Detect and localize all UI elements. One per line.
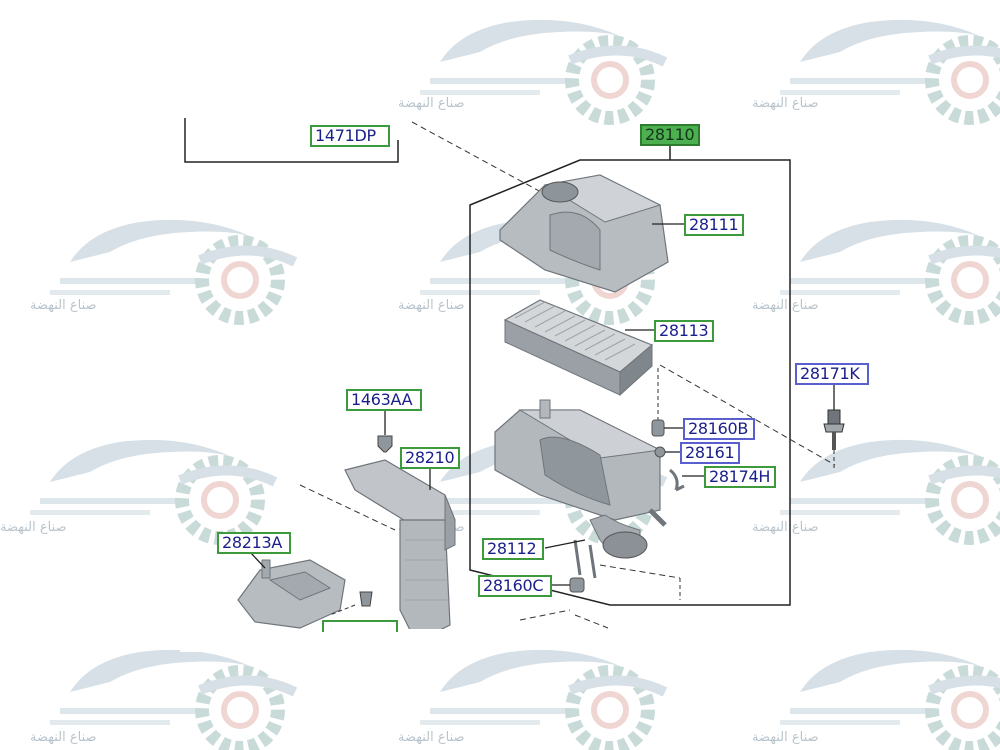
grommet-28160c <box>569 577 585 593</box>
duct-bracket <box>237 559 346 629</box>
callout-28210[interactable]: 28210 <box>400 447 460 469</box>
bolt-lower <box>359 591 373 607</box>
callout-1463AA[interactable]: 1463AA <box>346 389 422 411</box>
air-filter-element <box>503 299 654 397</box>
sensor-28171k <box>823 409 845 450</box>
callout-28171K[interactable]: 28171K <box>795 363 869 385</box>
grommet-28160b <box>651 419 665 437</box>
watermark-text: صناع النهضة <box>30 298 97 313</box>
watermark-text: صناع النهضة <box>752 298 819 313</box>
callout-28112[interactable]: 28112 <box>482 538 544 560</box>
callout-28111[interactable]: 28111 <box>684 214 744 236</box>
watermark-text: صناع النهضة <box>752 520 819 535</box>
callout-28160C[interactable]: 28160C <box>478 575 552 597</box>
crop-mask <box>180 632 480 652</box>
leader-28213a <box>249 551 266 569</box>
leader-dashed <box>329 604 356 616</box>
bolt-1463aa <box>377 435 393 453</box>
watermark-text: صناع النهضة <box>30 730 97 745</box>
callout-28113[interactable]: 28113 <box>654 320 714 342</box>
callout-28110[interactable]: 28110 <box>640 124 700 146</box>
leader-dashed <box>299 484 396 531</box>
callout-28174H[interactable]: 28174H <box>704 466 776 488</box>
clip-28174h <box>669 468 685 492</box>
callout-28160B[interactable]: 28160B <box>683 418 755 440</box>
air-cleaner-body <box>494 399 667 579</box>
watermark-text: صناع النهضة <box>398 96 465 111</box>
callout-28213A[interactable]: 28213A <box>217 532 291 554</box>
watermark-text: صناع النهضة <box>398 730 465 745</box>
watermark-text: صناع النهضة <box>752 730 819 745</box>
watermark-text: صناع النهضة <box>0 520 67 535</box>
callout-cropped[interactable] <box>322 620 398 632</box>
leader-dashed <box>574 614 609 629</box>
leader-dashed <box>659 364 836 466</box>
leader-dashed <box>599 564 681 579</box>
callout-1471DP[interactable]: 1471DP <box>310 125 390 147</box>
callout-28161[interactable]: 28161 <box>680 442 740 464</box>
watermark-text: صناع النهضة <box>752 96 819 111</box>
watermark-text: صناع النهضة <box>398 298 465 313</box>
assembly-frame <box>469 159 791 606</box>
bracket-1471dp <box>184 118 399 163</box>
air-cleaner-cover <box>499 174 669 293</box>
leader-28112 <box>544 539 586 549</box>
grommet-28161 <box>654 446 666 458</box>
leader-dashed <box>519 609 571 621</box>
intake-duct <box>344 459 456 631</box>
